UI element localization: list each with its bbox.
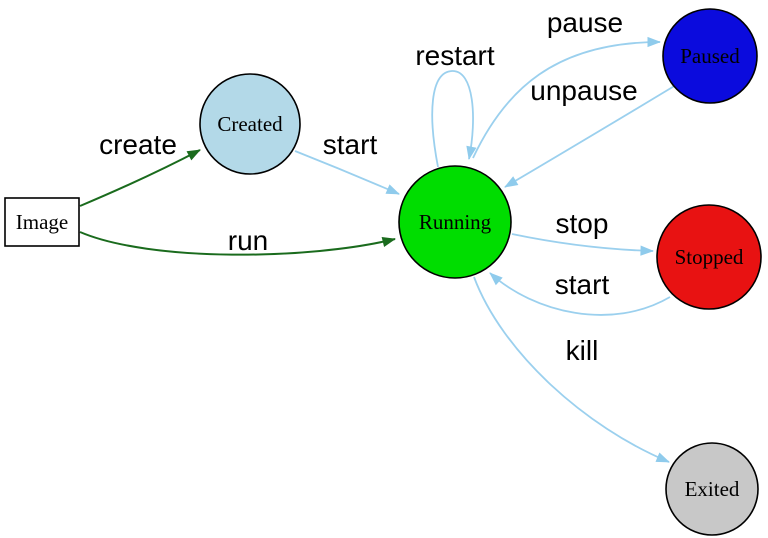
edge-run <box>79 231 396 256</box>
node-running-label: Running <box>419 210 492 234</box>
node-running-circle <box>398 165 512 279</box>
node-exited-label: Exited <box>685 477 740 501</box>
node-image-box <box>4 197 80 247</box>
edge-label-start-bottom: start <box>555 269 610 300</box>
edge-label-run: run <box>228 225 268 256</box>
node-stopped: Stopped <box>656 204 762 310</box>
edge-unpause <box>504 84 677 188</box>
edge-start-stopped-running <box>489 272 671 316</box>
edge-pause <box>472 36 661 159</box>
node-created-label: Created <box>217 112 283 136</box>
edge-restart-self-loop <box>431 70 477 168</box>
edge-label-start-top: start <box>323 129 378 160</box>
node-image-label: Image <box>16 210 68 234</box>
edge-label-stop: stop <box>556 208 609 239</box>
edge-stop <box>511 233 654 256</box>
node-created-circle <box>199 73 301 175</box>
node-running: Running <box>398 165 512 279</box>
node-paused-circle <box>662 8 758 104</box>
edge-label-restart: restart <box>415 40 495 71</box>
edge-start-created-running <box>294 150 400 195</box>
node-exited-circle <box>665 442 759 536</box>
node-image: Image <box>4 197 80 247</box>
node-created: Created <box>199 73 301 175</box>
node-exited: Exited <box>665 442 759 536</box>
edge-create <box>79 149 201 207</box>
edge-label-kill: kill <box>566 335 599 366</box>
node-stopped-circle <box>656 204 762 310</box>
edge-kill <box>473 276 670 463</box>
node-paused-label: Paused <box>680 44 740 68</box>
edge-label-pause: pause <box>547 7 623 38</box>
node-paused: Paused <box>662 8 758 104</box>
edge-label-unpause: unpause <box>530 75 637 106</box>
node-stopped-label: Stopped <box>675 245 744 269</box>
edge-label-create: create <box>99 129 177 160</box>
